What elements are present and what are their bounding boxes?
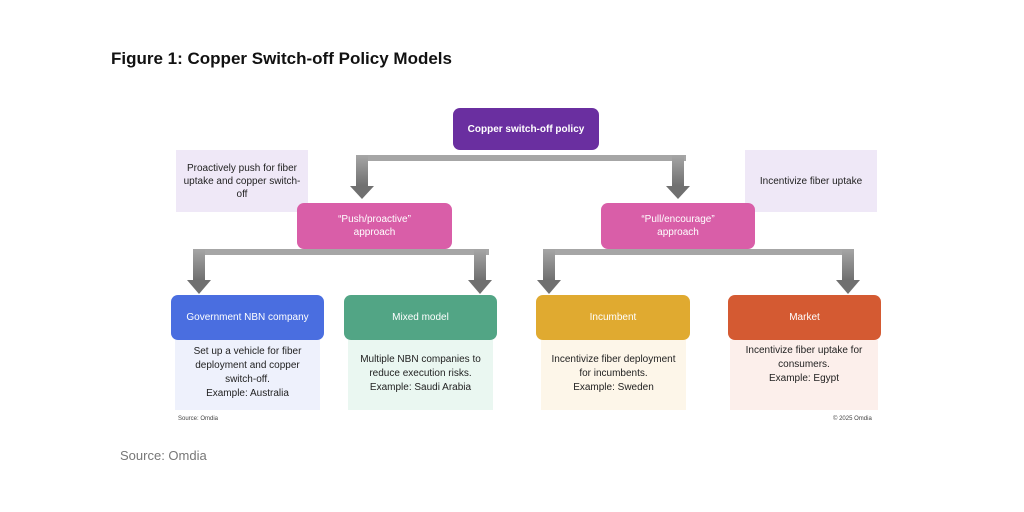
push-approach-node[interactable]: “Push/proactive” approach (297, 203, 452, 249)
push-approach-label: “Push/proactive” approach (338, 214, 411, 238)
model-node-government-nbn[interactable]: Government NBN company (171, 295, 324, 340)
mixed-description-text: Multiple NBN companies to reduce executi… (360, 354, 481, 393)
pull-note-text: Incentivize fiber uptake (759, 175, 863, 187)
push-approach-note: Proactively push for fiber uptake and co… (176, 150, 308, 212)
incumbent-label: Incumbent (589, 312, 637, 323)
pull-approach-label: “Pull/encourage” approach (641, 214, 715, 238)
incumbent-description-text: Incentivize fiber deployment for incumbe… (551, 354, 676, 393)
model-node-incumbent[interactable]: Incumbent (536, 295, 690, 340)
root-node[interactable]: Copper switch-off policy (453, 108, 599, 150)
figure-title: Figure 1: Copper Switch-off Policy Model… (111, 49, 452, 68)
pull-approach-note: Incentivize fiber uptake (745, 150, 877, 212)
arrow-pull-to-models (537, 249, 860, 294)
model-description-government-nbn: Set up a vehicle for fiber deployment an… (175, 340, 320, 410)
model-node-market[interactable]: Market (728, 295, 881, 340)
pull-approach-node[interactable]: “Pull/encourage” approach (601, 203, 755, 249)
push-note-text: Proactively push for fiber uptake and co… (183, 162, 301, 200)
market-label: Market (789, 312, 820, 323)
inner-source-label: Source: Omdia (178, 416, 219, 422)
root-node-label: Copper switch-off policy (467, 123, 585, 135)
arrow-push-to-models (187, 249, 492, 294)
copyright-label: © 2025 Omdia (833, 416, 872, 422)
arrow-root-to-approaches (350, 155, 690, 199)
model-description-market: Incentivize fiber uptake for consumers. … (730, 340, 878, 410)
market-description-text: Incentivize fiber uptake for consumers. … (745, 345, 863, 384)
model-description-mixed: Multiple NBN companies to reduce executi… (348, 340, 493, 410)
model-description-incumbent: Incentivize fiber deployment for incumbe… (541, 340, 686, 410)
government-nbn-label: Government NBN company (186, 312, 309, 323)
government-nbn-description-text: Set up a vehicle for fiber deployment an… (193, 346, 302, 399)
mixed-label: Mixed model (392, 312, 449, 323)
source-caption: Source: Omdia (120, 448, 207, 463)
model-node-mixed[interactable]: Mixed model (344, 295, 497, 340)
